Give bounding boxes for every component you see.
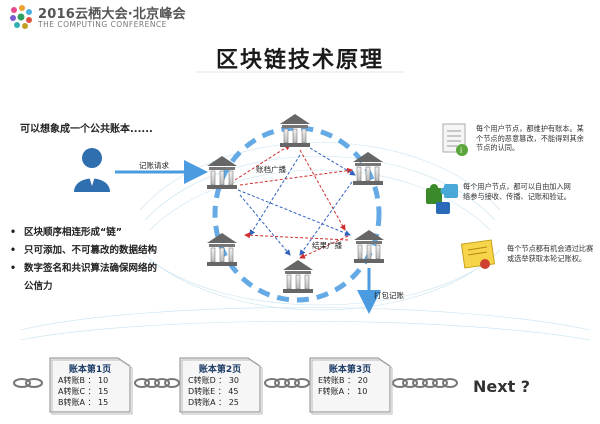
record-request-label: 记账请求 — [139, 161, 169, 170]
document-icon: i — [442, 123, 468, 156]
ledger-page: 账本第1页 A转账B ： 10 A转账C ： 15 B转账A ： 15 — [52, 362, 128, 408]
bullet-item-continuation: 公信力 — [24, 281, 53, 292]
ledger-page: 账本第2页 C转账D ： 30 D转账E ： 45 D转账A ： 25 — [182, 362, 258, 408]
bank-node — [207, 233, 237, 266]
pack-record-label: 打包记账 — [374, 291, 404, 300]
bank-node — [207, 156, 237, 189]
user-icon — [74, 148, 110, 192]
bullet-item: •只可添加、不可篡改的数据结构 — [10, 245, 158, 256]
network-ring — [212, 125, 382, 303]
slide-title: 区块链技术原理 — [215, 48, 384, 73]
certificate-icon — [460, 239, 496, 269]
chain-links — [134, 378, 458, 388]
bank-node — [353, 152, 383, 185]
bullet-item: •区块顺序相连形成“链” — [10, 227, 122, 238]
next-label: Next ? — [473, 377, 531, 396]
ledger-title: 账本第1页 — [68, 365, 112, 375]
ledger-line: A转账C ： 15 — [58, 387, 109, 396]
result-broadcast-label: 结果广播 — [312, 241, 342, 250]
note-text: 每个用户节点，都可以自由加入网络参与接收、传播、记账和验证。 — [463, 182, 571, 201]
ledger-line: B转账A ： 15 — [58, 398, 109, 407]
ledger-title: 账本第2页 — [198, 365, 242, 375]
note-text: 每个用户节点，都维护有账本。某个节点的恶意篡改，不能得到其余节点的认同。 — [476, 124, 584, 152]
chain-start-link — [13, 378, 31, 388]
svg-text:i: i — [460, 146, 462, 155]
bank-node — [283, 260, 313, 293]
conference-subtitle: THE COMPUTING CONFERENCE — [38, 20, 167, 29]
ledger-line: D转账A ： 25 — [188, 398, 239, 407]
bullet-item: •数字签名和共识算法确保网络的 — [10, 263, 158, 274]
ledger-line: E转账B ： 20 — [318, 376, 368, 385]
chain-start-link — [25, 378, 43, 388]
ledger-line: C转账D ： 30 — [188, 376, 240, 385]
bullet-list: •区块顺序相连形成“链” •只可添加、不可篡改的数据结构 •数字签名和共识算法确… — [6, 224, 211, 296]
lead-text: 可以想象成一个公共账本...... — [20, 124, 153, 135]
ledger-line: D转账E ： 45 — [188, 387, 239, 396]
conference-title: 2016云栖大会·北京峰会 — [38, 7, 186, 22]
ledger-page: 账本第3页 E转账B ： 20 F转账A ： 10 — [312, 362, 388, 397]
broadcast-arrows — [234, 144, 356, 259]
ledger-title: 账本第3页 — [328, 365, 372, 375]
swirl-decoration — [19, 142, 591, 341]
note-text: 每个节点都有机会通过比赛或选举获取本轮记账权。 — [507, 244, 594, 263]
bank-node — [354, 230, 384, 263]
puzzle-icon — [426, 184, 458, 214]
bank-node — [280, 114, 310, 147]
ledger-line: F转账A ： 10 — [318, 387, 368, 396]
ledger-line: A转账B ： 10 — [58, 376, 109, 385]
ledger-page-shapes — [49, 357, 393, 415]
logo-icon — [10, 5, 32, 29]
ledger-broadcast-label: 账档广播 — [256, 165, 286, 174]
